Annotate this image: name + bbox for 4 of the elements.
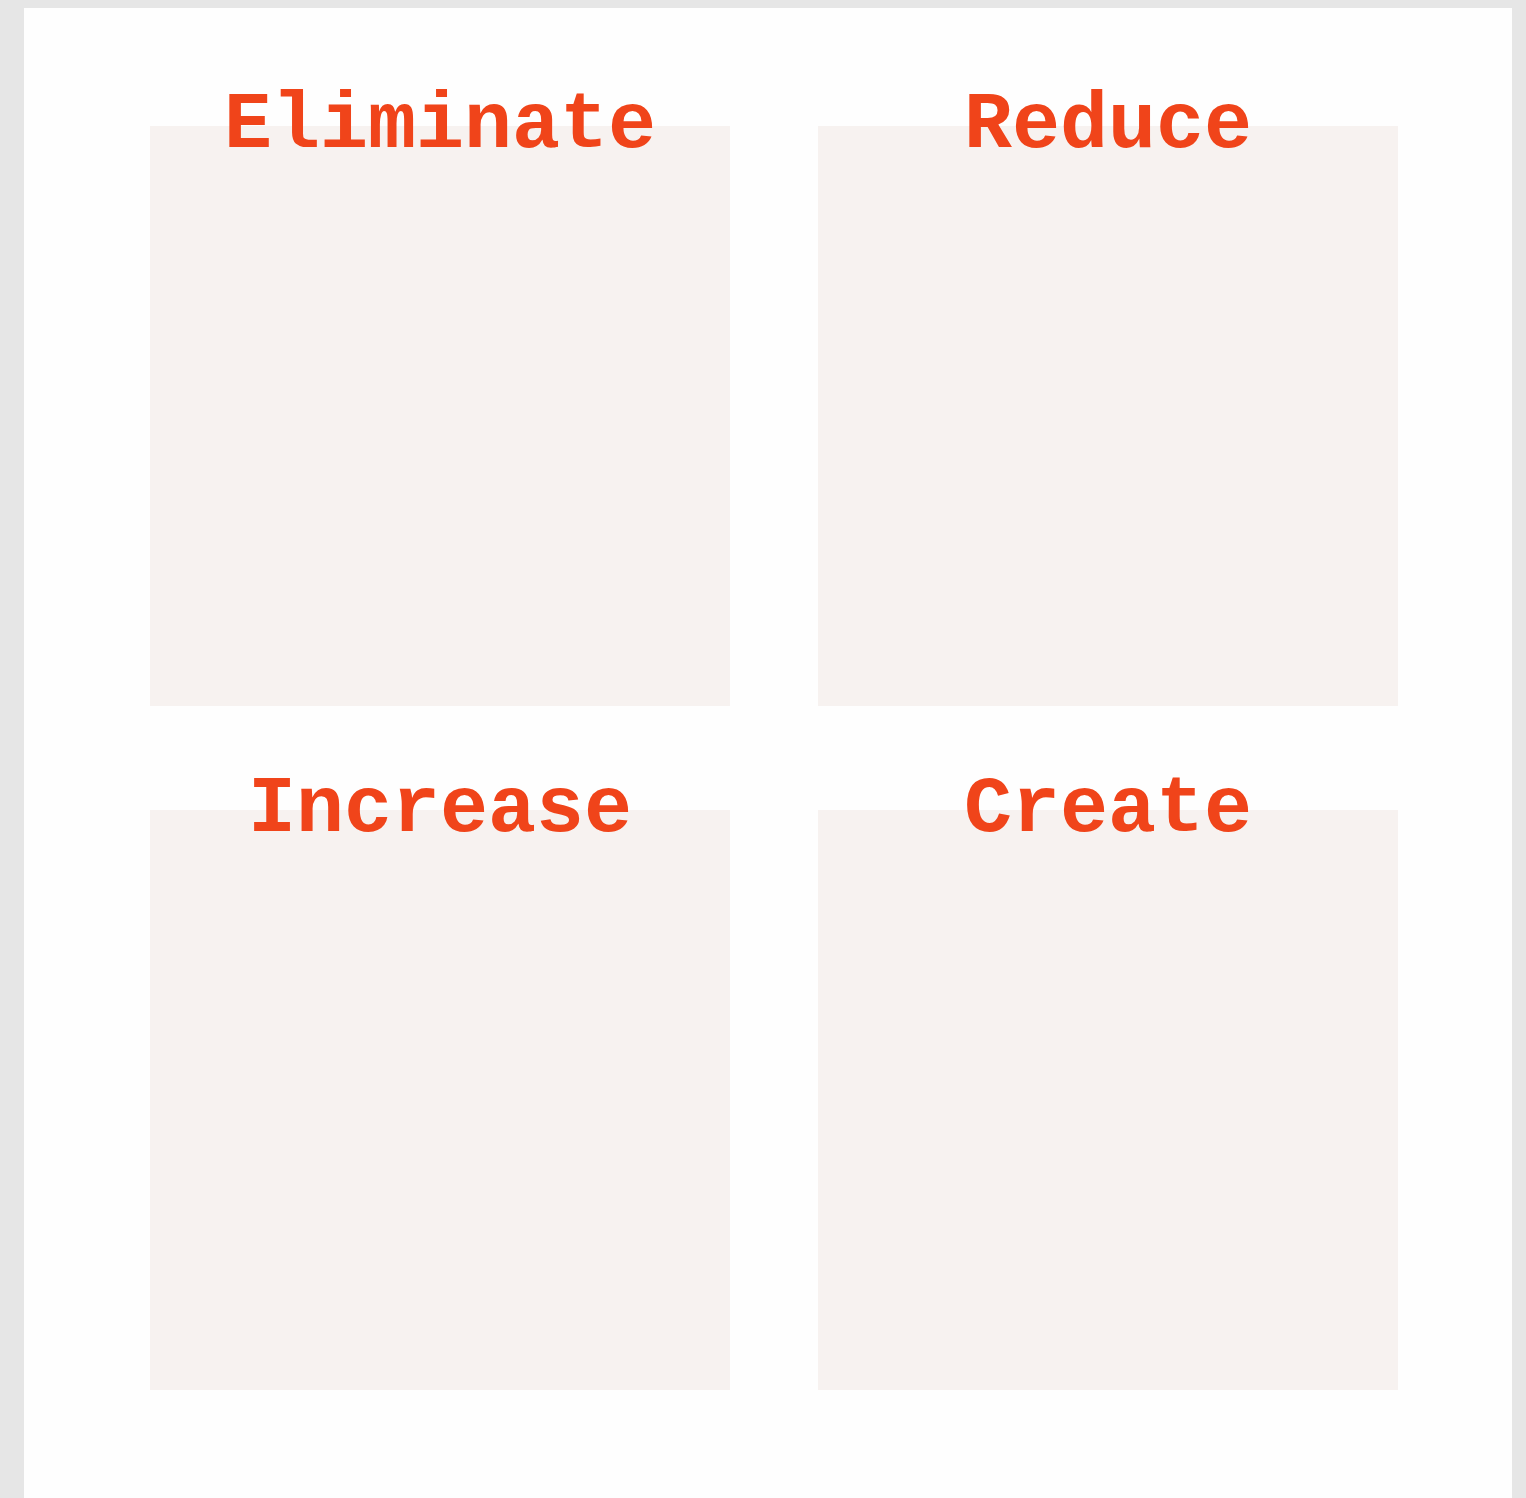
quadrant-heading: Increase [247,770,633,850]
quadrant-heading: Create [963,770,1252,850]
quadrant-heading: Eliminate [223,86,657,166]
quadrant-heading: Reduce [963,86,1252,166]
